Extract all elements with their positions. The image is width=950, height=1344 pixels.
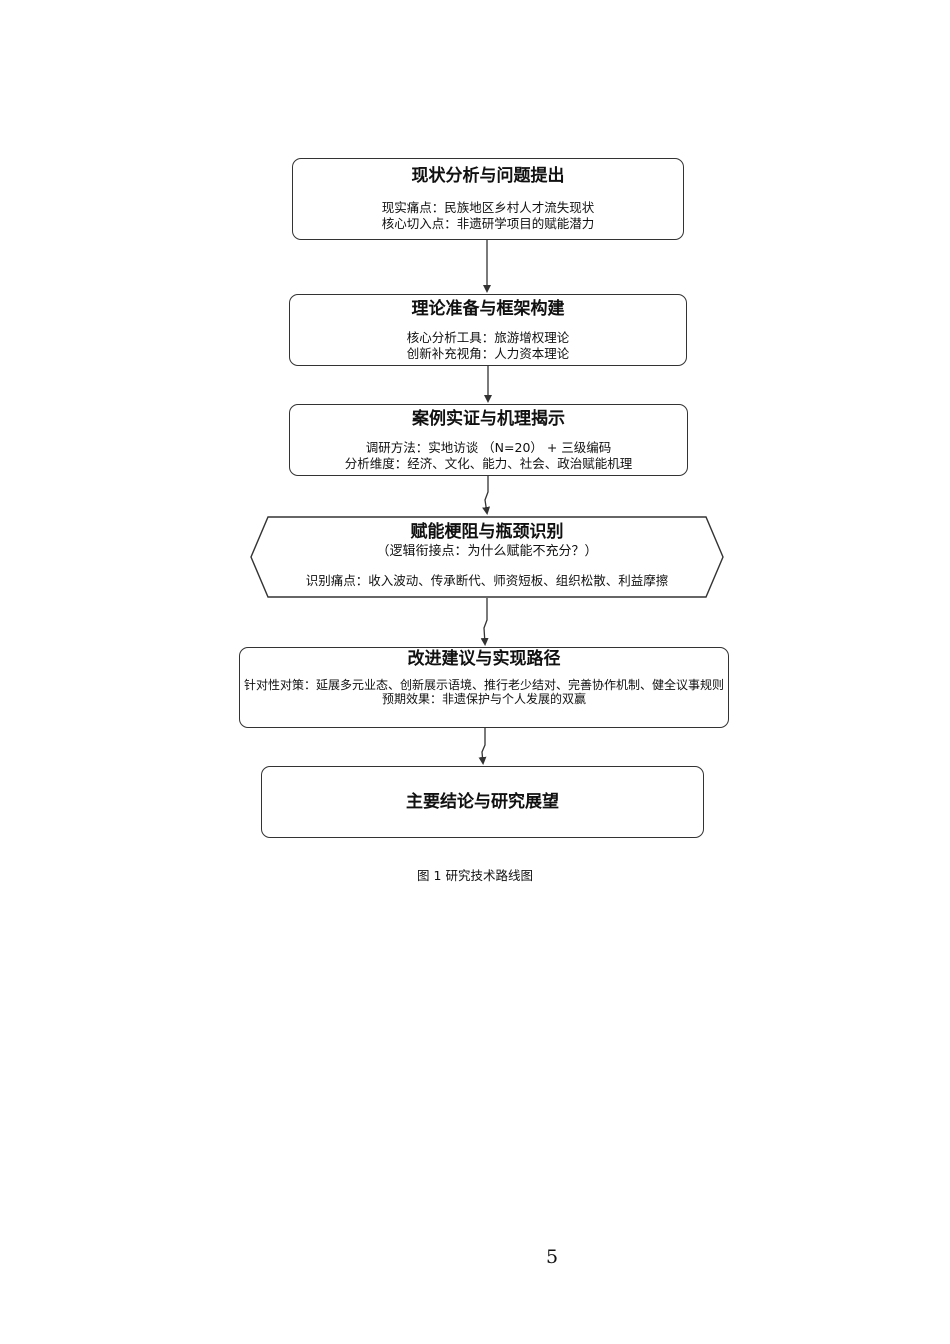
step-title: 案例实证与机理揭示: [412, 409, 565, 429]
step-line: 现实痛点：民族地区乡村人才流失现状: [381, 200, 595, 215]
step-line: 识别痛点：收入波动、传承断代、师资短板、组织松散、利益摩擦: [305, 573, 669, 588]
step-line: 核心分析工具：旅游增权理论: [406, 330, 570, 345]
step-case-study: 案例实证与机理揭示 调研方法：实地访谈 （N=20） + 三级编码 分析维度：经…: [289, 404, 688, 476]
arrow-4-5: [480, 598, 489, 646]
step-line: 分析维度：经济、文化、能力、社会、政治赋能机理: [344, 456, 633, 471]
step-title: 赋能梗阻与瓶颈识别: [410, 522, 564, 542]
step-title: 理论准备与框架构建: [411, 299, 565, 319]
step-line: 创新补充视角：人力资本理论: [406, 346, 570, 361]
step-line: 调研方法：实地访谈 （N=20） + 三级编码: [365, 440, 612, 455]
step-title: 改进建议与实现路径: [407, 649, 561, 669]
step-title: 现状分析与问题提出: [411, 166, 565, 186]
hexagon-shape: [250, 516, 724, 598]
step-subtitle: （逻辑衔接点：为什么赋能不充分？）: [376, 544, 598, 559]
figure-caption: 图 1 研究技术路线图: [417, 868, 533, 883]
step-line: 预期效果：非遗保护与个人发展的双赢: [381, 692, 586, 706]
step-theory-framework: 理论准备与框架构建 核心分析工具：旅游增权理论 创新补充视角：人力资本理论: [289, 294, 687, 366]
step-current-analysis: 现状分析与问题提出 现实痛点：民族地区乡村人才流失现状 核心切入点：非遗研学项目…: [292, 158, 684, 240]
step-improvement-path: 改进建议与实现路径 针对性对策：延展多元业态、创新展示语境、推行老少结对、完善协…: [239, 647, 729, 728]
step-bottleneck-hexagon: 赋能梗阻与瓶颈识别 （逻辑衔接点：为什么赋能不充分？） 识别痛点：收入波动、传承…: [250, 516, 724, 598]
page-number: 5: [546, 1246, 559, 1268]
step-conclusion: 主要结论与研究展望: [261, 766, 704, 838]
arrow-5-6: [478, 728, 487, 765]
step-title: 主要结论与研究展望: [406, 792, 559, 812]
step-line: 核心切入点：非遗研学项目的赋能潜力: [381, 216, 595, 231]
step-line: 针对性对策：延展多元业态、创新展示语境、推行老少结对、完善协作机制、健全议事规则: [243, 678, 724, 692]
arrow-3-4: [482, 476, 491, 515]
